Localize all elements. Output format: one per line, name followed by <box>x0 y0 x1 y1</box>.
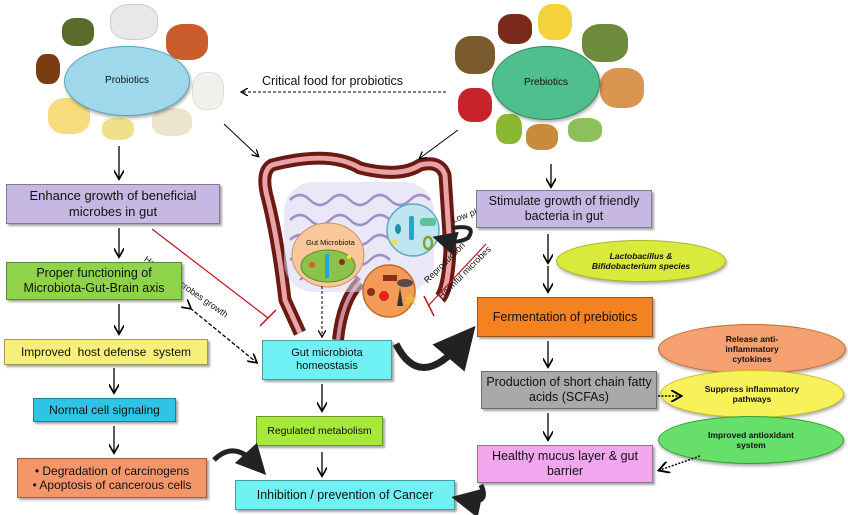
carcinogens-to-cancer-arrow <box>212 442 267 476</box>
inflammatory-pathways-text: Suppress inflammatory pathways <box>704 383 800 404</box>
reproduction-inhibit-bar <box>423 295 435 317</box>
cell-signaling-text: Normal cell signaling <box>49 402 160 417</box>
tempeh-image <box>102 118 134 140</box>
apoptosis-bullet: • Apoptosis of cancerous cells <box>32 478 192 492</box>
gut-microbiota-label: Gut Microbiota <box>306 238 355 247</box>
pickles-image <box>62 18 94 46</box>
intestine-icon <box>258 151 457 341</box>
low-ph-curved-arrow <box>432 225 473 255</box>
scfa-box: Production of short chain fatty acids (S… <box>481 371 657 409</box>
prebiotics-to-gut-arrow <box>420 129 459 158</box>
cancer-prevention-box: Inhibition / prevention of Cancer <box>235 480 455 510</box>
stimulate-growth-text: Stimulate growth of friendly bacteria in… <box>488 194 640 223</box>
critical-food-label: Critical food for probiotics <box>262 74 404 88</box>
species-text: Lactobacillus & Bifidobacterium species <box>591 250 691 271</box>
yogurt-image <box>110 4 158 40</box>
enhance-growth-text: Enhance growth of beneficial microbes in… <box>29 188 197 219</box>
prebiotics-label: Prebiotics <box>524 77 568 88</box>
host-defense-text: Improved host defense system <box>20 344 192 359</box>
species-ellipse: Lactobacillus & Bifidobacterium species <box>556 240 726 282</box>
stimulate-growth-box: Stimulate growth of friendly bacteria in… <box>476 190 652 228</box>
leek-image <box>568 118 602 142</box>
cell-signaling-box: Normal cell signaling <box>33 398 176 422</box>
gut-microbiota-ellipse <box>291 222 365 288</box>
banana-image <box>538 4 572 40</box>
kiwi-image <box>455 36 495 74</box>
beneficial-bacteria-circle <box>386 203 440 257</box>
gut-brain-axis-box: Proper functioning of Microbiota-Gut-Bra… <box>6 262 182 300</box>
harmful-growth-inhibit-bar <box>259 309 277 327</box>
kombucha-image <box>36 54 60 84</box>
artichoke-image <box>582 24 628 62</box>
harmful-microbes-label: Harmful microbes <box>436 244 493 302</box>
prebiotics-ellipse: Prebiotics <box>492 46 600 120</box>
dates-image <box>498 14 532 44</box>
green-tea-image <box>496 114 522 144</box>
enhance-growth-box: Enhance growth of beneficial microbes in… <box>6 184 220 224</box>
onion-image <box>600 68 644 108</box>
homeostasis-text: Gut microbiota homeostasis <box>291 346 363 372</box>
regulated-metabolism-box: Regulated metabolism <box>256 416 383 446</box>
sweet-potato-image <box>526 124 558 150</box>
tofu-image <box>152 108 192 136</box>
milk-image <box>192 72 224 110</box>
cytokines-text: Release anti-inflammatory cytokines <box>725 333 779 365</box>
berries-image <box>458 88 492 122</box>
carcinogens-bullet: • Degradation of carcinogens <box>34 463 190 478</box>
homeostasis-box: Gut microbiota homeostasis <box>262 340 392 380</box>
probiotics-label: Probiotics <box>105 75 149 86</box>
host-defense-box: Improved host defense system <box>4 339 208 365</box>
mucus-layer-text: Healthy mucus layer & gut barrier <box>492 449 638 478</box>
scfa-text: Production of short chain fatty acids (S… <box>486 375 652 404</box>
fermentation-text: Fermentation of prebiotics <box>492 309 638 324</box>
inflammatory-pathways-ellipse: Suppress inflammatory pathways <box>660 370 844 418</box>
cancer-prevention-text: Inhibition / prevention of Cancer <box>256 487 434 502</box>
antioxidant-ellipse: Improved antioxidant system <box>658 416 844 464</box>
probiotics-to-gut-arrow <box>223 123 258 156</box>
harmful-bacteria-circle <box>362 264 417 318</box>
homeostasis-to-fermentation-arrow <box>392 325 476 372</box>
regulated-metabolism-text: Regulated metabolism <box>267 424 372 437</box>
carcinogens-box: • Degradation of carcinogens • Apoptosis… <box>17 458 207 498</box>
fermentation-box: Fermentation of prebiotics <box>477 297 653 337</box>
kimchi-image <box>166 24 208 60</box>
mucus-layer-box: Healthy mucus layer & gut barrier <box>477 445 653 483</box>
cytokines-ellipse: Release anti-inflammatory cytokines <box>658 324 846 374</box>
mucus-to-cancer-arrow <box>451 483 486 515</box>
probiotics-ellipse: Probiotics <box>64 46 190 116</box>
gut-brain-axis-text: Proper functioning of Microbiota-Gut-Bra… <box>23 266 165 295</box>
antioxidant-text: Improved antioxidant system <box>708 429 794 450</box>
